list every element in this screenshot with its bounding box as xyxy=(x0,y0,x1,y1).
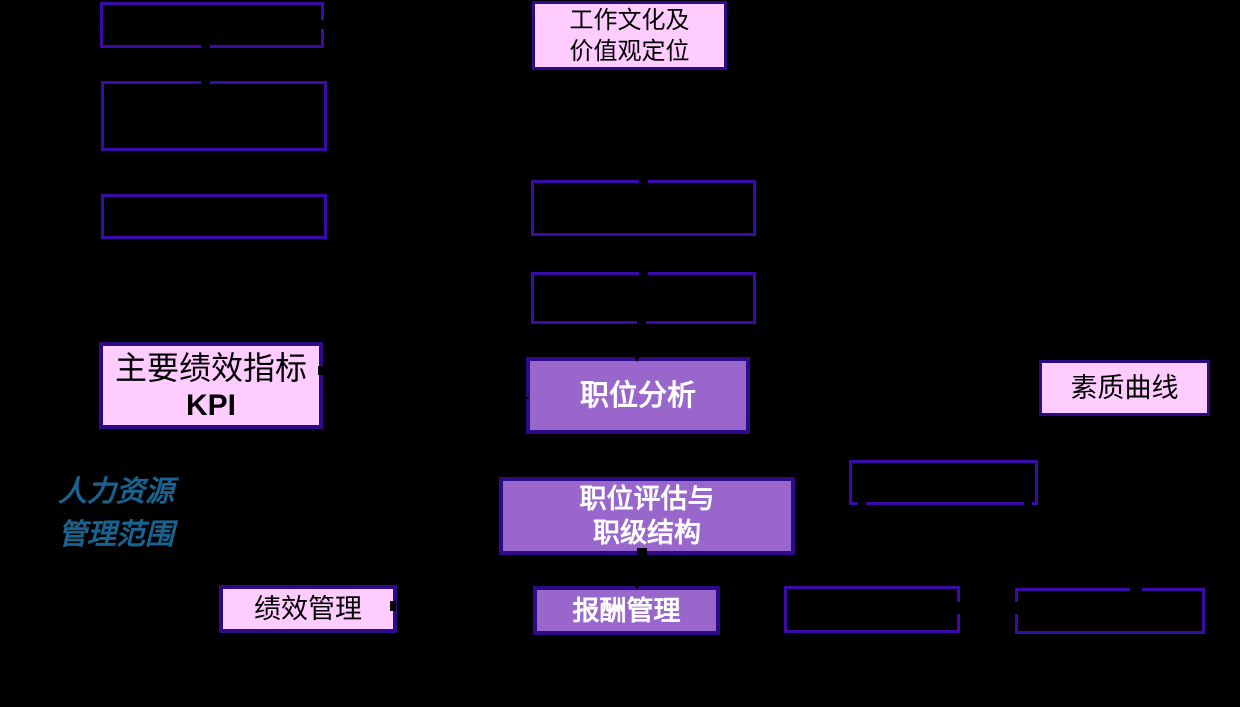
compensation-management-box: 报酬管理 xyxy=(533,586,720,635)
empty-box-right-1 xyxy=(849,460,1038,505)
culture-values-box: 工作文化及 价值观定位 xyxy=(532,1,727,70)
connector-notch xyxy=(1013,602,1019,614)
empty-box-bottom-2 xyxy=(1015,588,1205,634)
empty-box-center-1 xyxy=(531,180,756,236)
kpi-box: 主要绩效指标 KPI xyxy=(99,342,323,429)
empty-box-top-left-2 xyxy=(101,81,327,151)
connector-notch xyxy=(201,80,210,85)
arrowhead-above-compensation-icon xyxy=(631,578,643,590)
connector-notch xyxy=(637,548,647,556)
connector-notch xyxy=(639,178,648,184)
connector-notch xyxy=(639,270,648,276)
quality-curve-label: 素质曲线 xyxy=(1070,373,1179,403)
culture-values-line-2: 价值观定位 xyxy=(569,37,690,65)
job-evaluation-line-1: 职位评估与 xyxy=(579,484,715,514)
connector-notch xyxy=(637,319,646,326)
hr-scope-line-2: 管理范围 xyxy=(58,519,175,551)
empty-box-bottom-1 xyxy=(784,586,960,633)
job-analysis-box: 职位分析 xyxy=(526,357,750,434)
hr-scope-line-1: 人力资源 xyxy=(58,476,175,508)
job-evaluation-box: 职位评估与 职级结构 xyxy=(499,477,795,555)
connector-notch xyxy=(1024,500,1032,506)
job-evaluation-line-2: 职级结构 xyxy=(593,518,701,548)
performance-management-box: 绩效管理 xyxy=(219,585,397,633)
kpi-line-1: 主要绩效指标 xyxy=(114,350,307,386)
connector-notch xyxy=(390,601,396,611)
connector-notch xyxy=(1130,586,1142,591)
arrowhead-into-job-analysis-icon xyxy=(514,393,530,403)
connector-notch xyxy=(201,44,210,50)
connector-notch xyxy=(858,500,866,506)
empty-box-top-left-3 xyxy=(101,194,327,239)
compensation-management-label: 报酬管理 xyxy=(572,595,681,626)
hr-scope-label: 人力资源 管理范围 xyxy=(58,471,174,557)
arrowhead-above-job-analysis-icon xyxy=(631,350,643,362)
connector-notch xyxy=(954,602,960,614)
connector-notch xyxy=(320,20,325,29)
empty-box-center-2 xyxy=(531,272,756,324)
connector-notch xyxy=(318,366,324,375)
kpi-line-2: KPI xyxy=(185,389,236,422)
job-analysis-label: 职位分析 xyxy=(579,379,696,412)
performance-management-label: 绩效管理 xyxy=(254,594,362,624)
culture-values-line-1: 工作文化及 xyxy=(569,6,690,34)
empty-box-top-left-1 xyxy=(100,2,324,48)
quality-curve-box: 素质曲线 xyxy=(1039,360,1210,416)
